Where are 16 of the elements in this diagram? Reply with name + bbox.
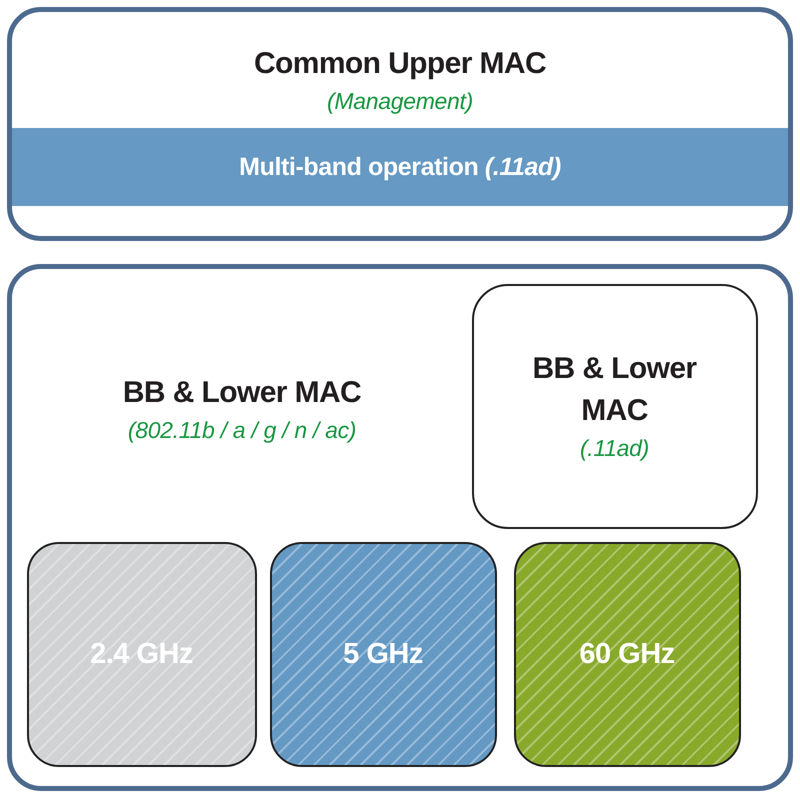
block-panel (472, 284, 758, 529)
layer-panel (7, 264, 793, 791)
subtitle-text: (.11ad) (580, 434, 650, 463)
band-label: Multi-band operation (.11ad) (239, 152, 561, 182)
heading-text: Common Upper MAC (254, 46, 546, 82)
heading-text: BB & Lower MAC (122, 375, 362, 411)
layer-panel (7, 7, 793, 241)
frequency-tile (27, 542, 257, 767)
frequency-label: 60 GHz (579, 638, 675, 670)
frequency-tile (514, 542, 741, 767)
subtitle-text: (802.11b / a / g / n / ac) (128, 416, 356, 445)
subtitle-text: (Management) (327, 87, 473, 116)
heading-text: BB & Lower MAC (531, 351, 698, 429)
frequency-tile (270, 542, 497, 767)
band-bar (12, 128, 788, 206)
frequency-label: 5 GHz (343, 638, 423, 670)
